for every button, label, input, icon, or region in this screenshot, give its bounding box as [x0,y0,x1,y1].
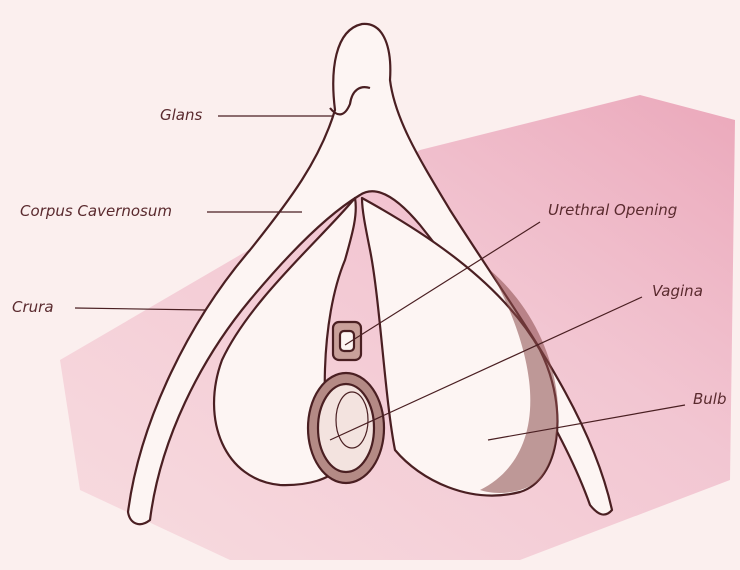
crura-leader-line [74,307,206,311]
label-vagina: Vagina [652,282,703,300]
label-crura: Crura [12,298,54,316]
label-urethral-opening: Urethral Opening [548,201,678,219]
bulb-shading [480,270,559,493]
vagina-leader-line [329,296,643,441]
label-glans: Glans [160,106,203,124]
crura-shape [126,22,614,526]
right-bulb-shape [360,196,559,497]
bulb-leader-line [487,404,686,441]
label-corpus-cavernosum: Corpus Cavernosum [20,202,172,220]
glans-shape [329,86,371,116]
urethral-opening-leader-line [344,221,541,346]
label-bulb: Bulb [693,390,727,408]
